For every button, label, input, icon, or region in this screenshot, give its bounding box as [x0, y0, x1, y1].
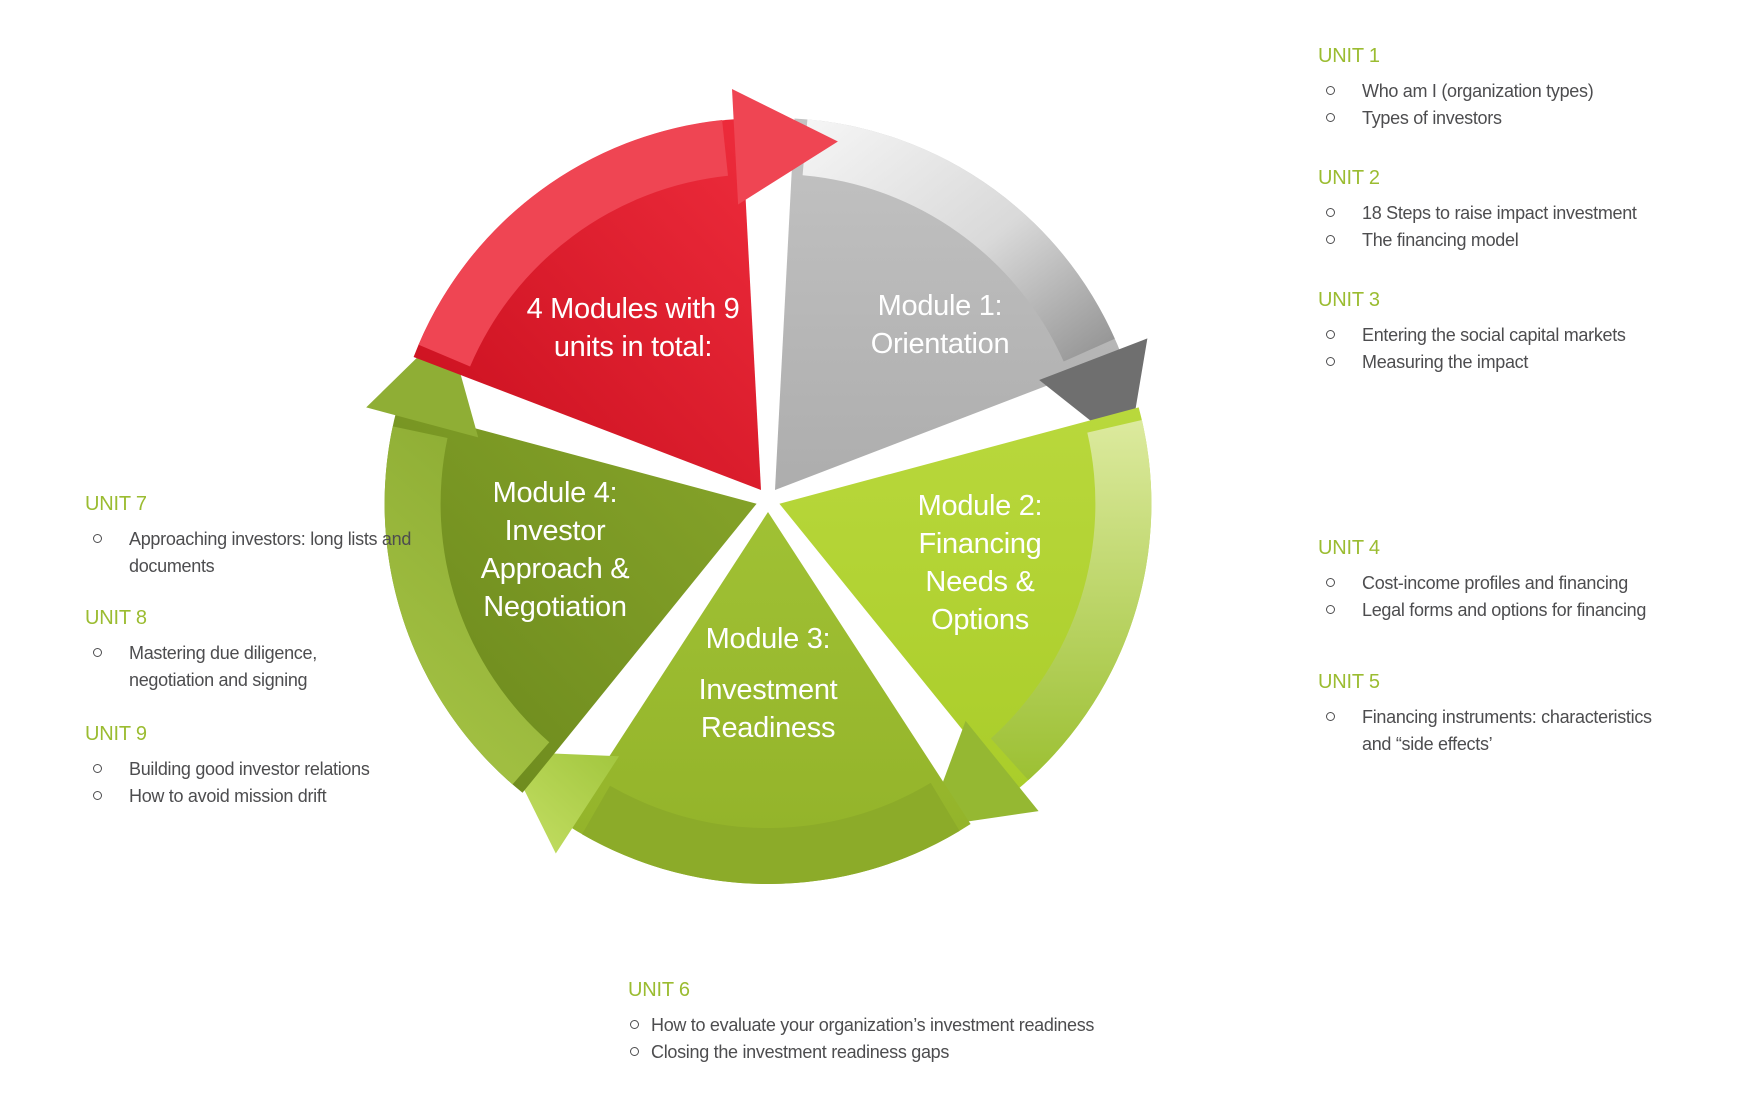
unit-item-text: Measuring the impact — [1362, 352, 1529, 372]
list-item: 18 Steps to raise impact investment — [1318, 200, 1637, 227]
unit-3-block: UNIT 3 Entering the social capital marke… — [1318, 288, 1626, 376]
list-item: How to evaluate your organization’s inve… — [628, 1012, 1094, 1039]
module-2-line: Options — [931, 604, 1029, 636]
summary-segment-label: 4 Modules with 9 units in total: — [483, 290, 783, 366]
module-2-line: Module 2: — [917, 490, 1043, 522]
bullet-circle-icon — [1326, 208, 1335, 217]
summary-line: units in total: — [553, 331, 713, 363]
unit-6-title: UNIT 6 — [628, 979, 690, 1001]
bullet-circle-icon — [1326, 113, 1335, 122]
bullet-circle-icon — [1326, 578, 1335, 587]
unit-item-text: Financing instruments: characteristics a… — [1362, 707, 1652, 754]
module-3-line: Investment — [698, 674, 838, 706]
bullet-circle-icon — [630, 1047, 639, 1056]
module-4-line: Negotiation — [483, 591, 627, 623]
unit-9-title: UNIT 9 — [85, 723, 147, 745]
module-1-label: Module 1: Orientation — [790, 287, 1090, 363]
list-item: Approaching investors: long lists and do… — [85, 526, 419, 580]
list-item: The financing model — [1318, 227, 1637, 254]
bullet-circle-icon — [93, 764, 102, 773]
unit-7-block: UNIT 7 Approaching investors: long lists… — [85, 492, 419, 580]
bullet-circle-icon — [1326, 605, 1335, 614]
unit-4-block: UNIT 4 Cost-income profiles and financin… — [1318, 536, 1646, 624]
list-item: Mastering due diligence, negotiation and… — [85, 640, 369, 694]
segment-summary-red — [413, 118, 761, 491]
list-item: Entering the social capital markets — [1318, 322, 1626, 349]
bullet-circle-icon — [1326, 330, 1335, 339]
bullet-circle-icon — [1326, 86, 1335, 95]
segment-module-3 — [565, 512, 971, 885]
unit-item-text: Types of investors — [1362, 108, 1502, 128]
list-item: Legal forms and options for financing — [1318, 597, 1646, 624]
module-2-label: Module 2: Financing Needs & Options — [830, 487, 1130, 639]
arrowhead-red-icon — [732, 89, 838, 205]
module-3-line: Readiness — [700, 712, 836, 744]
unit-1-block: UNIT 1 Who am I (organization types) Typ… — [1318, 44, 1594, 132]
segment-summary-red-arc-band — [418, 120, 728, 367]
list-item: Measuring the impact — [1318, 349, 1626, 376]
module-1-line: Module 1: — [877, 290, 1003, 322]
list-item: Closing the investment readiness gaps — [628, 1039, 1094, 1066]
unit-2-block: UNIT 2 18 Steps to raise impact investme… — [1318, 166, 1637, 254]
module-4-line: Module 4: — [492, 477, 618, 509]
segment-module-3-arc-band — [582, 782, 960, 885]
segment-module-1-arc-band — [802, 119, 1115, 362]
summary-line: 4 Modules with 9 — [526, 293, 740, 325]
module-2-line: Needs & — [925, 566, 1035, 598]
unit-2-title: UNIT 2 — [1318, 167, 1380, 189]
unit-item-text: Approaching investors: long lists and do… — [129, 529, 412, 576]
module-2-line: Financing — [918, 528, 1042, 560]
list-item: Cost-income profiles and financing — [1318, 570, 1646, 597]
unit-item-text: Closing the investment readiness gaps — [651, 1042, 950, 1062]
module-4-line: Approach & — [480, 553, 630, 585]
module-3-label: Module 3: Investment Readiness — [618, 620, 918, 747]
unit-item-text: Mastering due diligence, negotiation and… — [129, 643, 317, 690]
segment-module-4-arc-band — [384, 426, 550, 785]
unit-1-title: UNIT 1 — [1318, 45, 1380, 67]
unit-item-text: Building good investor relations — [129, 759, 370, 779]
list-item: Building good investor relations — [85, 756, 370, 783]
unit-item-text: The financing model — [1362, 230, 1519, 250]
list-item: Types of investors — [1318, 105, 1593, 132]
unit-9-block: UNIT 9 Building good investor relations … — [85, 722, 370, 810]
module-4-label: Module 4: Investor Approach & Negotiatio… — [405, 474, 705, 626]
unit-item-text: 18 Steps to raise impact investment — [1362, 203, 1637, 223]
bullet-circle-icon — [93, 534, 102, 543]
bullet-circle-icon — [93, 648, 102, 657]
unit-7-title: UNIT 7 — [85, 493, 147, 515]
list-item: Who am I (organization types) — [1318, 78, 1594, 105]
list-item: How to avoid mission drift — [85, 783, 370, 810]
bullet-circle-icon — [630, 1020, 639, 1029]
module-1-line: Orientation — [870, 328, 1010, 360]
unit-item-text: Who am I (organization types) — [1362, 81, 1594, 101]
segment-module-1 — [775, 118, 1123, 490]
bullet-circle-icon — [93, 791, 102, 800]
unit-5-block: UNIT 5 Financing instruments: characteri… — [1318, 670, 1662, 758]
unit-5-title: UNIT 5 — [1318, 671, 1380, 693]
unit-item-text: Cost-income profiles and financing — [1362, 573, 1628, 593]
unit-item-text: Entering the social capital markets — [1362, 325, 1626, 345]
unit-3-title: UNIT 3 — [1318, 289, 1380, 311]
unit-item-text: How to avoid mission drift — [129, 786, 327, 806]
bullet-circle-icon — [1326, 235, 1335, 244]
module-3-line: Module 3: — [705, 623, 831, 655]
segment-module-2-arc-band — [990, 420, 1152, 781]
unit-item-text: Legal forms and options for financing — [1362, 600, 1647, 620]
unit-4-title: UNIT 4 — [1318, 537, 1380, 559]
bullet-circle-icon — [1326, 712, 1335, 721]
unit-item-text: How to evaluate your organization’s inve… — [651, 1015, 1095, 1035]
bullet-circle-icon — [1326, 357, 1335, 366]
unit-8-block: UNIT 8 Mastering due diligence, negotiat… — [85, 606, 369, 694]
unit-8-title: UNIT 8 — [85, 607, 147, 629]
list-item: Financing instruments: characteristics a… — [1318, 704, 1662, 758]
unit-6-block: UNIT 6 How to evaluate your organization… — [628, 978, 1094, 1066]
module-4-line: Investor — [504, 515, 606, 547]
